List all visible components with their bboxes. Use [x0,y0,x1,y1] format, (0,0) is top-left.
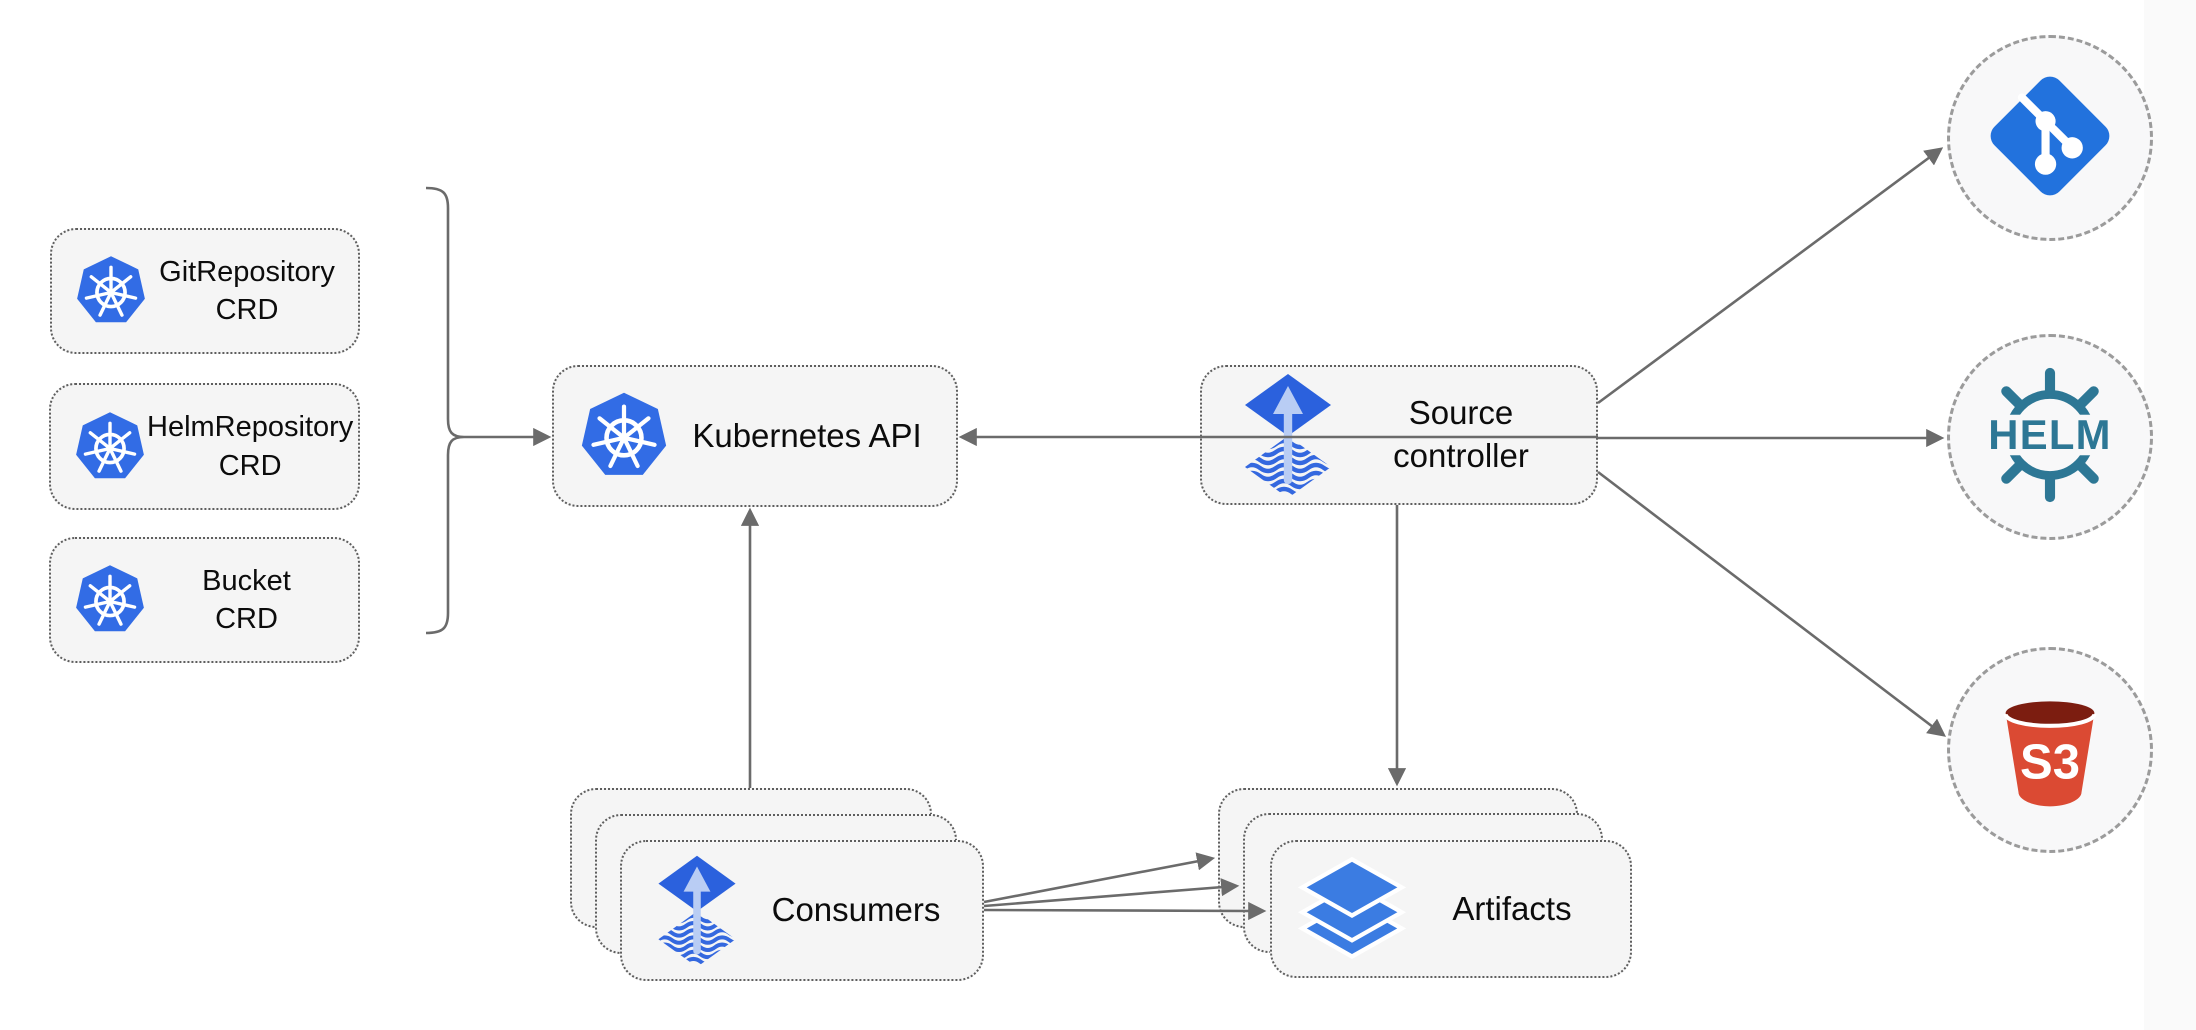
helm-icon: HELM [1974,359,2126,516]
node-label-line2: CRD [218,449,282,482]
helmrepository-crd-label: HelmRepository CRD [147,408,365,485]
helm-label: HELM [1988,410,2111,457]
s3-label: S3 [2020,735,2080,789]
arrow-source-controller-to-s3 [1597,470,1947,737]
artifacts-label: Artifacts [1452,889,1572,927]
page-edge-strip [2144,0,2196,1030]
arrow-consumers-to-artifacts-1 [983,852,1216,904]
crd-group-bracket [425,186,465,635]
kubernetes-icon [73,563,147,637]
node-label-line2: CRD [215,603,278,635]
layers-icon [1298,855,1406,963]
node-label-line1: Bucket [202,564,291,597]
flux-source-icon [652,854,742,967]
gitrepository-crd-label: GitRepository CRD [148,253,358,330]
kubernetes-icon [74,254,148,328]
node-label-line1: HelmRepository [147,411,354,444]
source-controller-label: Source controller [1338,392,1596,478]
kubernetes-api-label: Kubernetes API [692,416,922,454]
consumers-node: Consumers [620,840,984,981]
artifacts-node: Artifacts [1270,840,1632,978]
node-label-line1: GitRepository [159,255,335,288]
arrow-source-controller-to-git [1597,147,1944,405]
node-label-line2: controller [1393,437,1529,474]
node-label-line1: Source [1408,394,1514,432]
arrow-consumers-to-artifacts-2 [983,878,1240,908]
bucket-crd-node: Bucket CRD [49,537,360,663]
flux-source-icon [1238,372,1338,498]
helmrepository-crd-node: HelmRepository CRD [49,383,360,510]
kubernetes-icon [578,390,670,482]
git-endpoint [1947,35,2153,241]
gitrepository-crd-node: GitRepository CRD [50,228,360,354]
helm-endpoint: HELM [1947,334,2153,540]
node-label-line2: CRD [215,294,279,326]
consumers-label: Consumers [771,891,941,929]
s3-endpoint: S3 [1947,647,2153,853]
kubernetes-icon [73,410,147,484]
bucket-crd-label: Bucket CRD [147,562,358,639]
arrow-consumers-to-artifacts-3 [983,901,1267,921]
s3-bucket-icon: S3 [1980,678,2120,823]
kubernetes-api-node: Kubernetes API [552,365,958,507]
git-icon [1976,62,2124,215]
source-controller-node: Source controller [1200,365,1598,505]
